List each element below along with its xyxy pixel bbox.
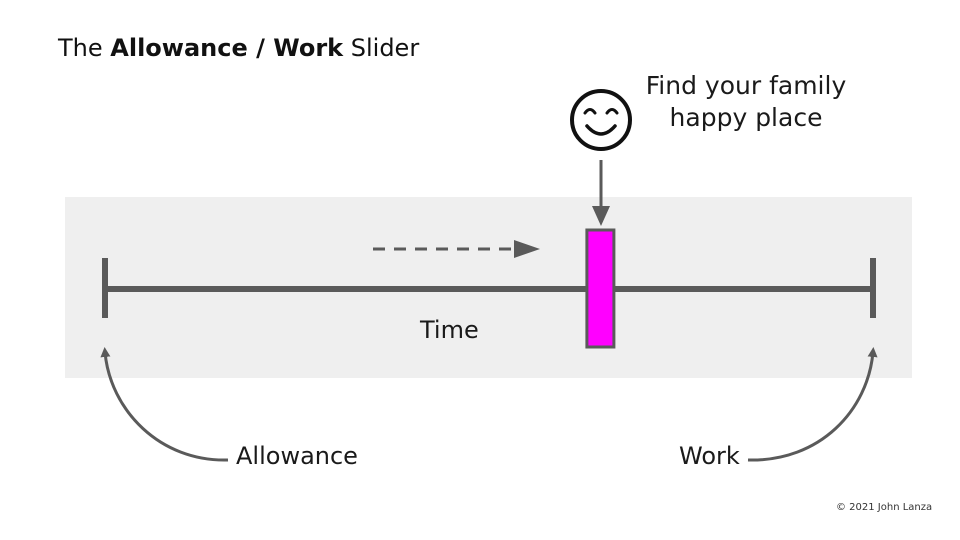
- callout-line-2: happy place: [669, 103, 823, 132]
- allowance-label: Allowance: [236, 442, 358, 470]
- copyright-text: © 2021 John Lanza: [836, 502, 933, 513]
- title-prefix: The: [58, 34, 111, 62]
- allowance-curved-arrow: [100, 347, 229, 462]
- smiley-face-icon: [570, 89, 632, 151]
- title-suffix: Slider: [343, 34, 420, 62]
- diagram-title: The Allowance / Work Slider: [58, 34, 419, 62]
- work-label: Work: [679, 442, 740, 470]
- timeline-axis: [102, 258, 876, 318]
- work-curved-arrow: [747, 347, 878, 462]
- happy-place-callout: Find your family happy place: [636, 70, 856, 134]
- time-axis-label: Time: [420, 316, 479, 344]
- title-bold: Allowance / Work: [110, 34, 344, 62]
- down-arrow: [592, 160, 610, 226]
- slider-handle[interactable]: [585, 228, 616, 349]
- callout-line-1: Find your family: [645, 71, 847, 100]
- direction-dashed-arrow: [373, 240, 540, 258]
